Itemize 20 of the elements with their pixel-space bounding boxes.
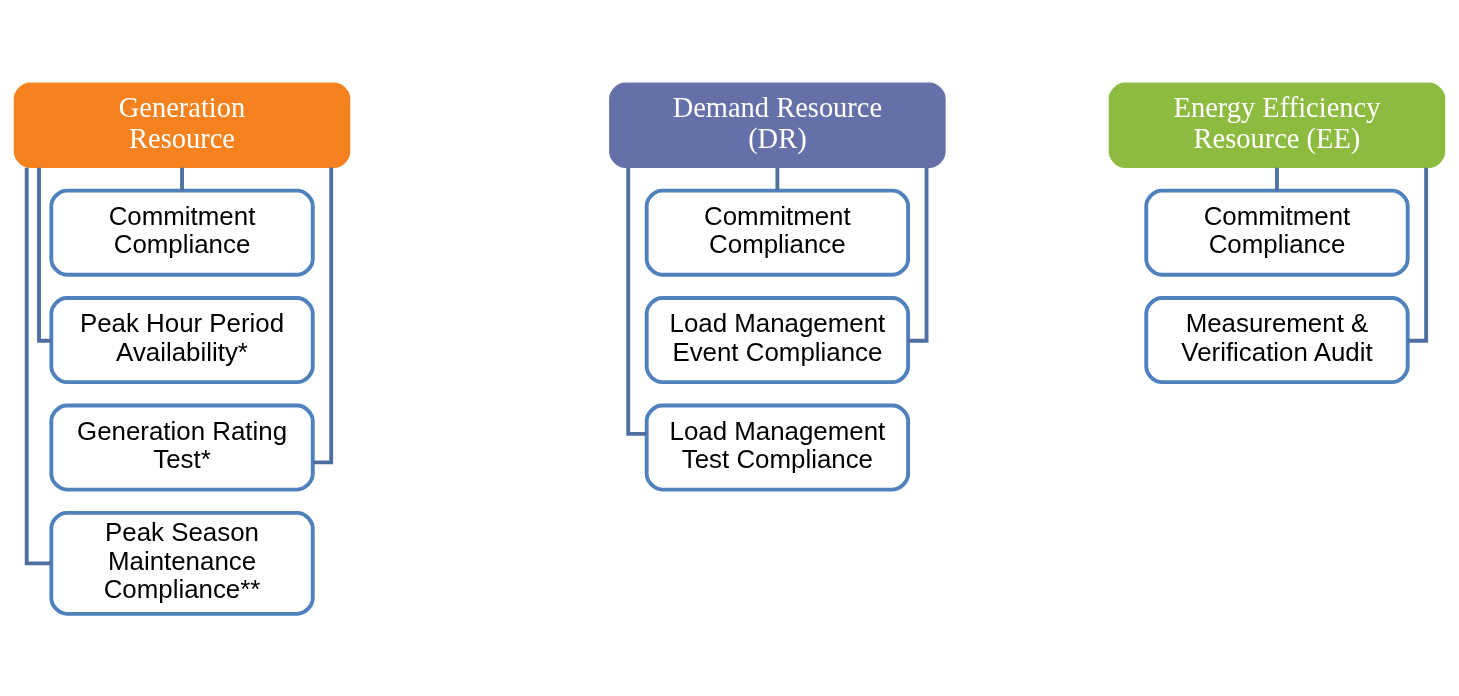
connector [312, 167, 334, 464]
node-box: Generation Rating Test* [49, 403, 315, 491]
connector [626, 167, 647, 436]
node-box: Load Management Test Compliance [644, 403, 911, 491]
node-box: Peak Hour Period Availability* [49, 295, 315, 384]
connector [908, 167, 929, 343]
node-box: Commitment Compliance [644, 188, 911, 277]
node-box: Peak Season Maintenance Compliance** [49, 510, 315, 616]
connector [1275, 167, 1279, 190]
node-box: Commitment Compliance [1144, 188, 1410, 277]
node-box: Commitment Compliance [49, 188, 315, 277]
connector [37, 167, 52, 343]
node-box: Energy Efficiency Resource (EE) [1108, 82, 1446, 168]
node-box: Measurement & Verification Audit [1144, 295, 1410, 384]
node-box: Demand Resource (DR) [609, 82, 946, 168]
connector [1407, 167, 1429, 343]
node-box: Generation Resource [13, 82, 351, 168]
node-box: Load Management Event Compliance [644, 295, 911, 384]
connector [180, 167, 184, 190]
connector [775, 167, 780, 190]
